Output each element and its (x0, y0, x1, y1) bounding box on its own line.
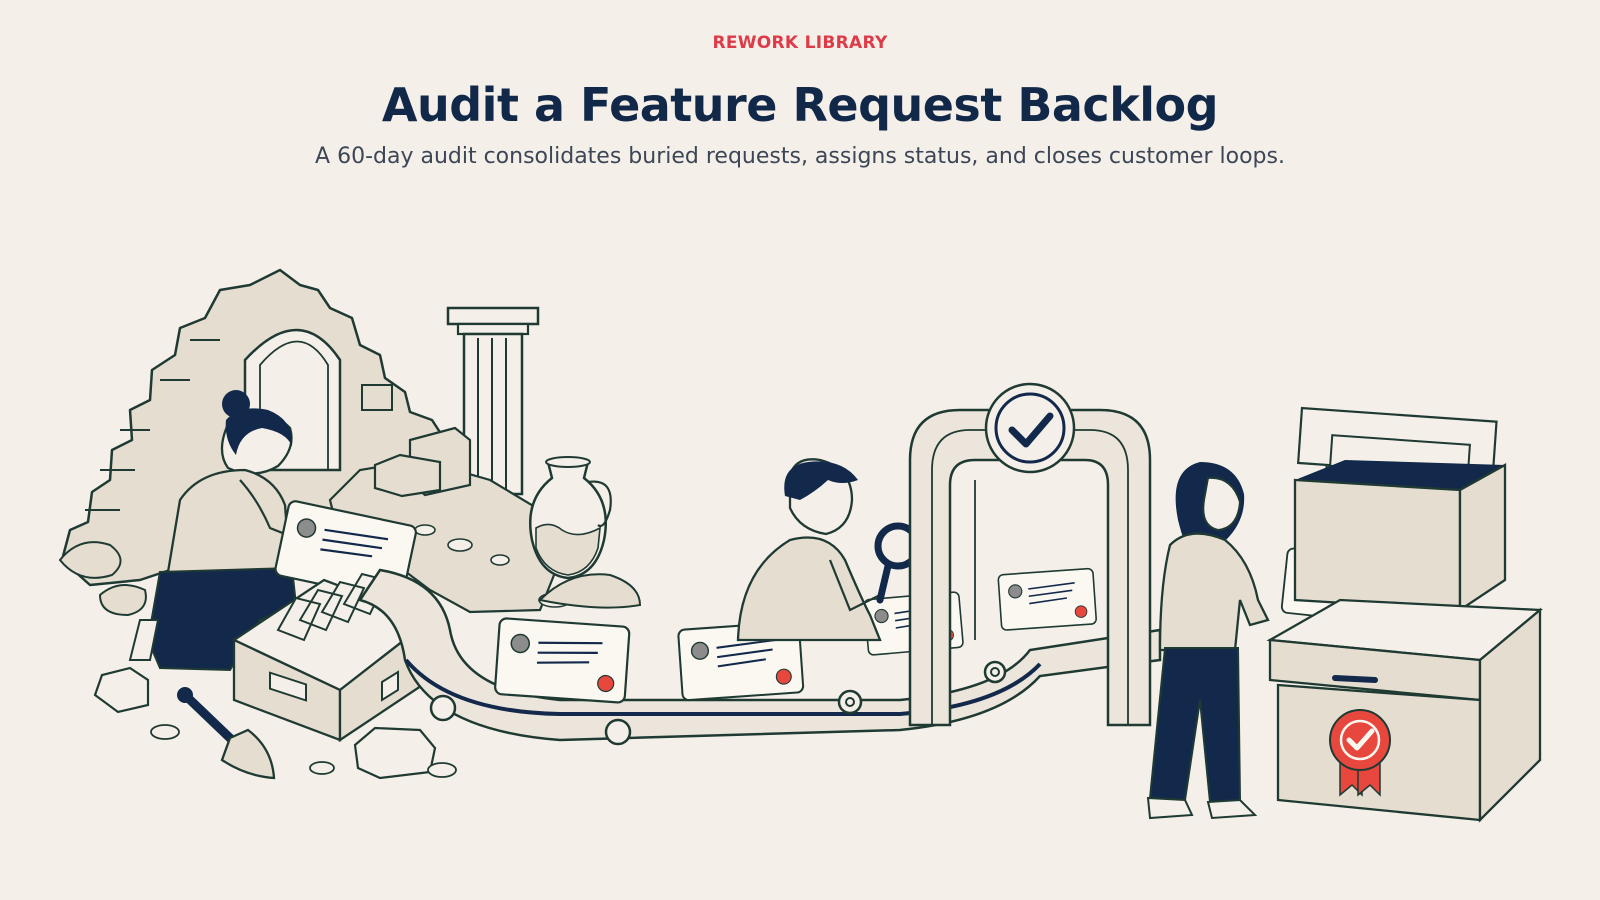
conveyor-belt (357, 568, 1162, 746)
vase (528, 456, 612, 580)
person-standing (1146, 462, 1399, 820)
checkmark-badge-icon (984, 382, 1076, 474)
kicker-label: REWORK LIBRARY (712, 33, 888, 53)
archive-boxes (1266, 406, 1543, 823)
rubble (58, 426, 642, 780)
page-title: Audit a Feature Request Backlog (381, 78, 1219, 132)
ruins-column (446, 306, 540, 496)
checkpoint-arch (908, 382, 1152, 727)
page-subtitle: A 60-day audit consolidates buried reque… (315, 144, 1285, 169)
person-kneeling (128, 390, 419, 672)
trowel-icon (177, 687, 276, 780)
file-box-left (231, 572, 433, 743)
award-seal-icon (1329, 709, 1391, 797)
